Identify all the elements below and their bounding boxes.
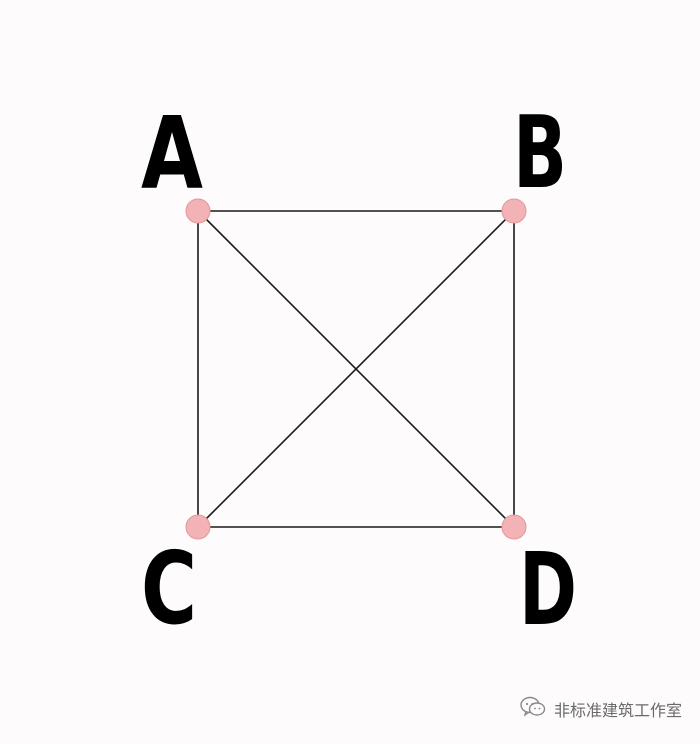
nodes-group: [185, 198, 527, 540]
edges-group: [197, 210, 515, 528]
node-label-b: B: [513, 94, 567, 211]
edge-b-c: [197, 210, 515, 528]
watermark-text: 非标准建筑工作室: [553, 701, 682, 720]
node-c: [185, 514, 211, 540]
labels-group: A B C D: [141, 94, 577, 648]
node-label-a: A: [141, 95, 203, 212]
node-b: [501, 198, 527, 224]
node-a: [185, 198, 211, 224]
wechat-icon: [520, 696, 546, 722]
node-label-c: C: [141, 530, 197, 647]
watermark: 非标准建筑工作室: [520, 696, 682, 722]
node-label-d: D: [519, 531, 577, 648]
node-d: [501, 514, 527, 540]
